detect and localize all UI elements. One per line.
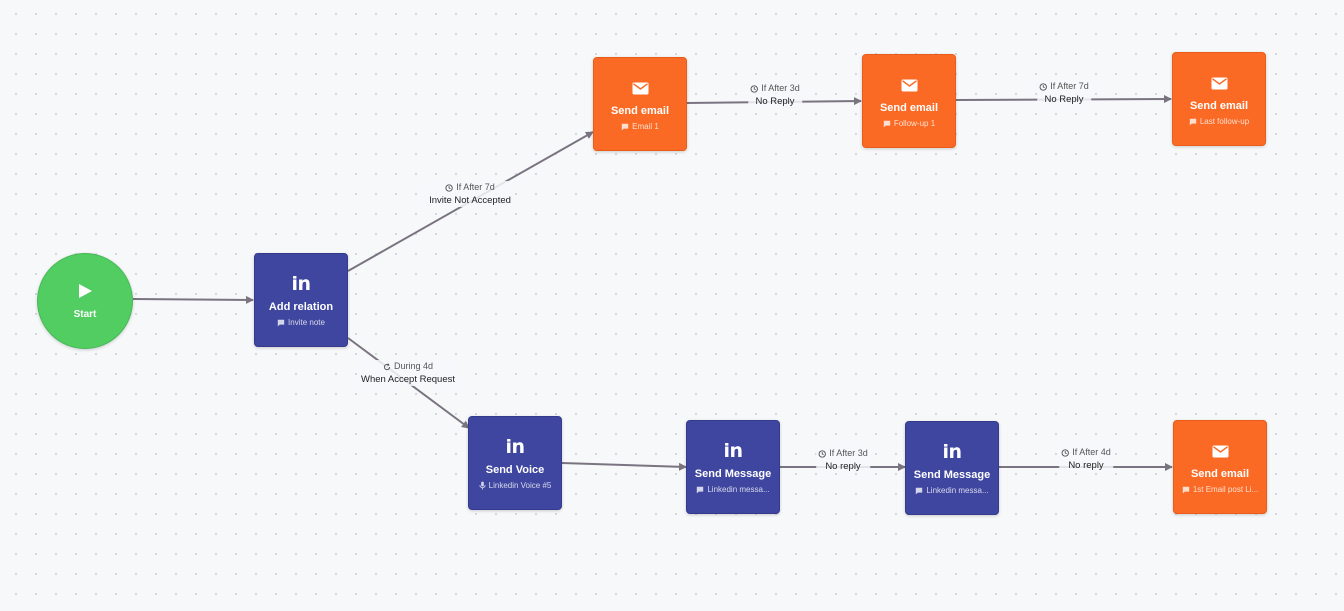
add-relation-node[interactable]: in Add relation Invite note [254, 253, 348, 347]
refresh-icon [383, 362, 391, 370]
clock-icon [750, 84, 758, 93]
edge-label-email-2-to-email-3[interactable]: If After 7d No Reply [1037, 80, 1091, 106]
node-subtitle-text: Linkedin messa... [707, 485, 770, 494]
message-icon [697, 486, 704, 493]
edge-condition: If After 3d [818, 447, 868, 460]
node-title: Send email [610, 105, 670, 117]
send-email-3-node[interactable]: Send email Last follow-up [1172, 52, 1266, 146]
message-icon [1189, 118, 1197, 125]
edge-event-text: No reply [825, 461, 861, 472]
edge-label-message-2-to-email-4[interactable]: If After 4d No reply [1059, 446, 1113, 472]
edge-label-email-1-to-email-2[interactable]: If After 3d No Reply [748, 82, 802, 108]
edge-condition: If After 7d [429, 181, 511, 194]
linkedin-icon: in [505, 435, 525, 458]
node-subtitle: Invite note [277, 318, 325, 327]
message-icon [1182, 486, 1190, 493]
edge-condition-text: If After 4d [1072, 447, 1111, 457]
play-icon [79, 283, 92, 298]
node-subtitle: Follow-up 1 [883, 119, 935, 128]
linkedin-icon: in [291, 272, 311, 295]
microphone-icon [479, 481, 486, 490]
start-node-label: Start [73, 308, 97, 320]
edge-label-when-accept-request[interactable]: During 4d When Accept Request [359, 360, 457, 386]
send-message-2-node[interactable]: in Send Message Linkedin messa... [905, 421, 999, 515]
message-icon [277, 319, 285, 326]
edge-condition: During 4d [361, 360, 455, 373]
edge-condition: If After 4d [1061, 446, 1111, 459]
node-title: Add relation [268, 301, 334, 313]
edge-label-invite-not-accepted[interactable]: If After 7d Invite Not Accepted [427, 181, 513, 207]
node-subtitle-text: Email 1 [632, 122, 659, 131]
edge-event-text: When Accept Request [361, 374, 455, 385]
node-title: Send Message [913, 469, 991, 481]
edge-condition: If After 7d [1039, 80, 1089, 93]
node-title: Send Voice [485, 464, 545, 476]
edge-label-message-1-to-message-2[interactable]: If After 3d No reply [816, 447, 870, 473]
node-subtitle-text: Linkedin Voice #5 [488, 481, 552, 490]
edge-condition-text: If After 7d [1050, 81, 1089, 91]
start-node[interactable]: Start [37, 253, 133, 349]
edge-voice-to-message-1 [561, 462, 687, 471]
send-email-4-node[interactable]: Send email 1st Email post Li... [1173, 420, 1267, 514]
edge-condition-text: If After 3d [829, 448, 868, 458]
message-icon [883, 120, 891, 127]
message-icon [621, 123, 629, 130]
node-subtitle-text: Follow-up 1 [893, 119, 936, 128]
send-voice-node[interactable]: in Send Voice Linkedin Voice #5 [468, 416, 562, 510]
linkedin-icon: in [942, 440, 962, 463]
edge-condition-text: During 4d [393, 361, 434, 371]
node-title: Send Message [694, 468, 772, 480]
linkedin-icon: in [723, 439, 743, 462]
clock-icon [1039, 82, 1047, 91]
clock-icon [818, 449, 826, 458]
send-message-1-node[interactable]: in Send Message Linkedin messa... [686, 420, 780, 514]
mail-icon [1212, 445, 1228, 457]
clock-icon [1061, 448, 1069, 457]
edge-event-text: Invite Not Accepted [429, 195, 511, 206]
node-title: Send email [1189, 100, 1249, 112]
node-subtitle-text: 1st Email post Li... [1192, 485, 1259, 494]
edge-condition-text: If After 7d [456, 182, 495, 192]
edge-event-text: No Reply [755, 96, 795, 107]
clock-icon [445, 183, 453, 192]
edge-start-to-add-relation [132, 295, 254, 304]
mail-icon [632, 82, 648, 94]
node-title: Send email [1190, 468, 1250, 480]
send-email-1-node[interactable]: Send email Email 1 [593, 57, 687, 151]
mail-icon [1211, 77, 1227, 89]
node-subtitle: 1st Email post Li... [1182, 485, 1258, 494]
edge-event-text: No reply [1068, 460, 1104, 471]
node-subtitle: Last follow-up [1189, 117, 1249, 126]
node-subtitle: Email 1 [621, 122, 659, 131]
node-subtitle-text: Last follow-up [1199, 117, 1250, 126]
node-subtitle-text: Linkedin messa... [926, 486, 989, 495]
node-subtitle: Linkedin messa... [915, 486, 989, 495]
message-icon [916, 487, 923, 494]
node-subtitle-text: Invite note [288, 318, 325, 327]
edge-event-text: No Reply [1044, 94, 1084, 105]
node-subtitle: Linkedin messa... [696, 485, 770, 494]
edge-condition-text: If After 3d [761, 83, 800, 93]
node-title: Send email [879, 102, 939, 114]
node-subtitle: Linkedin Voice #5 [479, 481, 552, 490]
send-email-2-node[interactable]: Send email Follow-up 1 [862, 54, 956, 148]
edge-condition: If After 3d [750, 82, 800, 95]
mail-icon [901, 79, 917, 91]
